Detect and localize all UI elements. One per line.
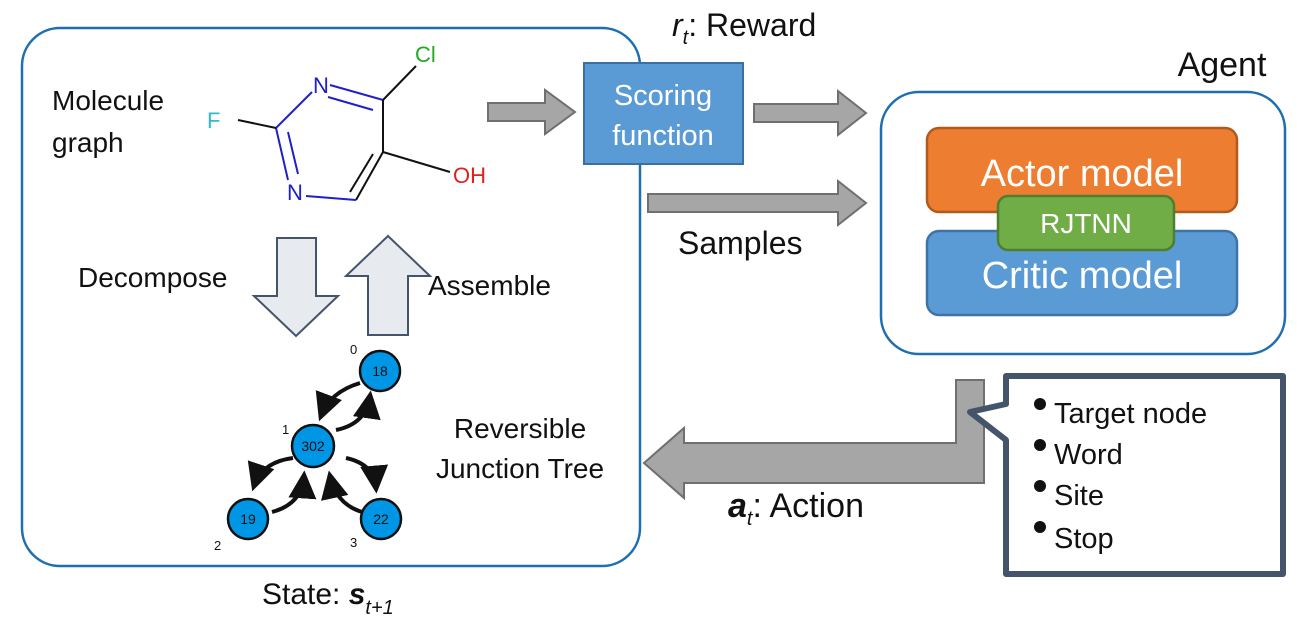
tree-node-0-label: 18 bbox=[372, 363, 388, 379]
reward-label: rt: Reward bbox=[672, 7, 816, 49]
tree-node-1-label: 302 bbox=[301, 438, 325, 454]
action-callout bbox=[967, 373, 1286, 577]
tree-node-3-id: 3 bbox=[350, 535, 357, 550]
action-subscript: t bbox=[747, 508, 754, 530]
atom-n-top: N bbox=[313, 73, 329, 98]
tree-node-1-id: 1 bbox=[282, 422, 289, 437]
scoring-function-line1: Scoring bbox=[614, 80, 712, 112]
atom-cl: Cl bbox=[415, 42, 436, 67]
state-caption: State: st+1 bbox=[262, 578, 394, 619]
action-text: : Action bbox=[752, 487, 864, 525]
scoring-function-line2: function bbox=[612, 120, 714, 152]
action-item: Word bbox=[1054, 439, 1123, 471]
rjtnn-box bbox=[996, 194, 1176, 252]
assemble-label: Assemble bbox=[428, 270, 551, 301]
reward-text: : Reward bbox=[688, 7, 816, 43]
tree-node-3 bbox=[359, 497, 403, 541]
action-bullet bbox=[1034, 398, 1046, 410]
arrow-molecule-to-scoring bbox=[487, 88, 577, 136]
tree-edge-1-to-2 bbox=[247, 456, 294, 492]
reversible-label-line2: Junction Tree bbox=[436, 453, 604, 484]
molecule-structure bbox=[237, 65, 451, 201]
atom-f: F bbox=[207, 108, 220, 133]
critic-model-label: Critic model bbox=[982, 255, 1183, 297]
atom-oh: OH bbox=[453, 163, 486, 188]
junction-tree: 18 302 19 22 0 1 2 3 bbox=[214, 342, 403, 553]
atom-n-bottom: N bbox=[287, 180, 303, 205]
action-bullet bbox=[1034, 521, 1046, 533]
state-caption-subscript: t+1 bbox=[365, 597, 393, 619]
rjtnn-label: RJTNN bbox=[1040, 208, 1132, 239]
tree-node-3-label: 22 bbox=[373, 511, 389, 527]
tree-node-2-id: 2 bbox=[214, 538, 221, 553]
samples-label: Samples bbox=[678, 225, 803, 261]
reward-subscript: t bbox=[683, 27, 690, 49]
action-item: Stop bbox=[1054, 523, 1114, 555]
tree-node-2-label: 19 bbox=[240, 511, 256, 527]
decompose-label: Decompose bbox=[78, 262, 227, 293]
action-list: Target node Word Site Stop bbox=[1034, 398, 1207, 555]
tree-edge-0-to-1 bbox=[315, 381, 361, 422]
molecule-graph-label-line1: Molecule bbox=[52, 85, 164, 116]
tree-node-1 bbox=[290, 423, 336, 469]
tree-edge-3-to-1 bbox=[321, 470, 363, 514]
action-bullet bbox=[1034, 480, 1046, 492]
action-bullet bbox=[1034, 439, 1046, 451]
assemble-arrow bbox=[343, 234, 433, 336]
state-caption-symbol: s bbox=[349, 578, 366, 611]
molecule-graph-label-line2: graph bbox=[52, 127, 124, 158]
actor-model-label: Actor model bbox=[981, 153, 1184, 195]
tree-node-0-id: 0 bbox=[350, 342, 357, 357]
tree-edge-1-to-3 bbox=[345, 456, 389, 494]
tree-edge-1-to-0 bbox=[335, 390, 381, 432]
reversible-label-line1: Reversible bbox=[454, 413, 586, 444]
tree-edge-2-to-1 bbox=[271, 470, 317, 514]
arrow-scoring-to-agent bbox=[753, 88, 868, 138]
action-elbow-arrow bbox=[642, 379, 985, 501]
agent-title: Agent bbox=[1178, 46, 1267, 84]
action-item: Target node bbox=[1054, 398, 1207, 430]
state-caption-prefix: State: bbox=[262, 578, 349, 611]
action-item: Site bbox=[1054, 480, 1104, 512]
tree-node-2 bbox=[226, 497, 270, 541]
decompose-arrow bbox=[251, 237, 341, 338]
tree-node-0 bbox=[358, 349, 402, 393]
action-symbol: a bbox=[728, 487, 747, 525]
action-label: at: Action bbox=[728, 487, 864, 530]
reward-symbol: r bbox=[672, 7, 684, 43]
arrow-samples-to-agent bbox=[647, 178, 868, 228]
scoring-function-box bbox=[583, 62, 744, 165]
